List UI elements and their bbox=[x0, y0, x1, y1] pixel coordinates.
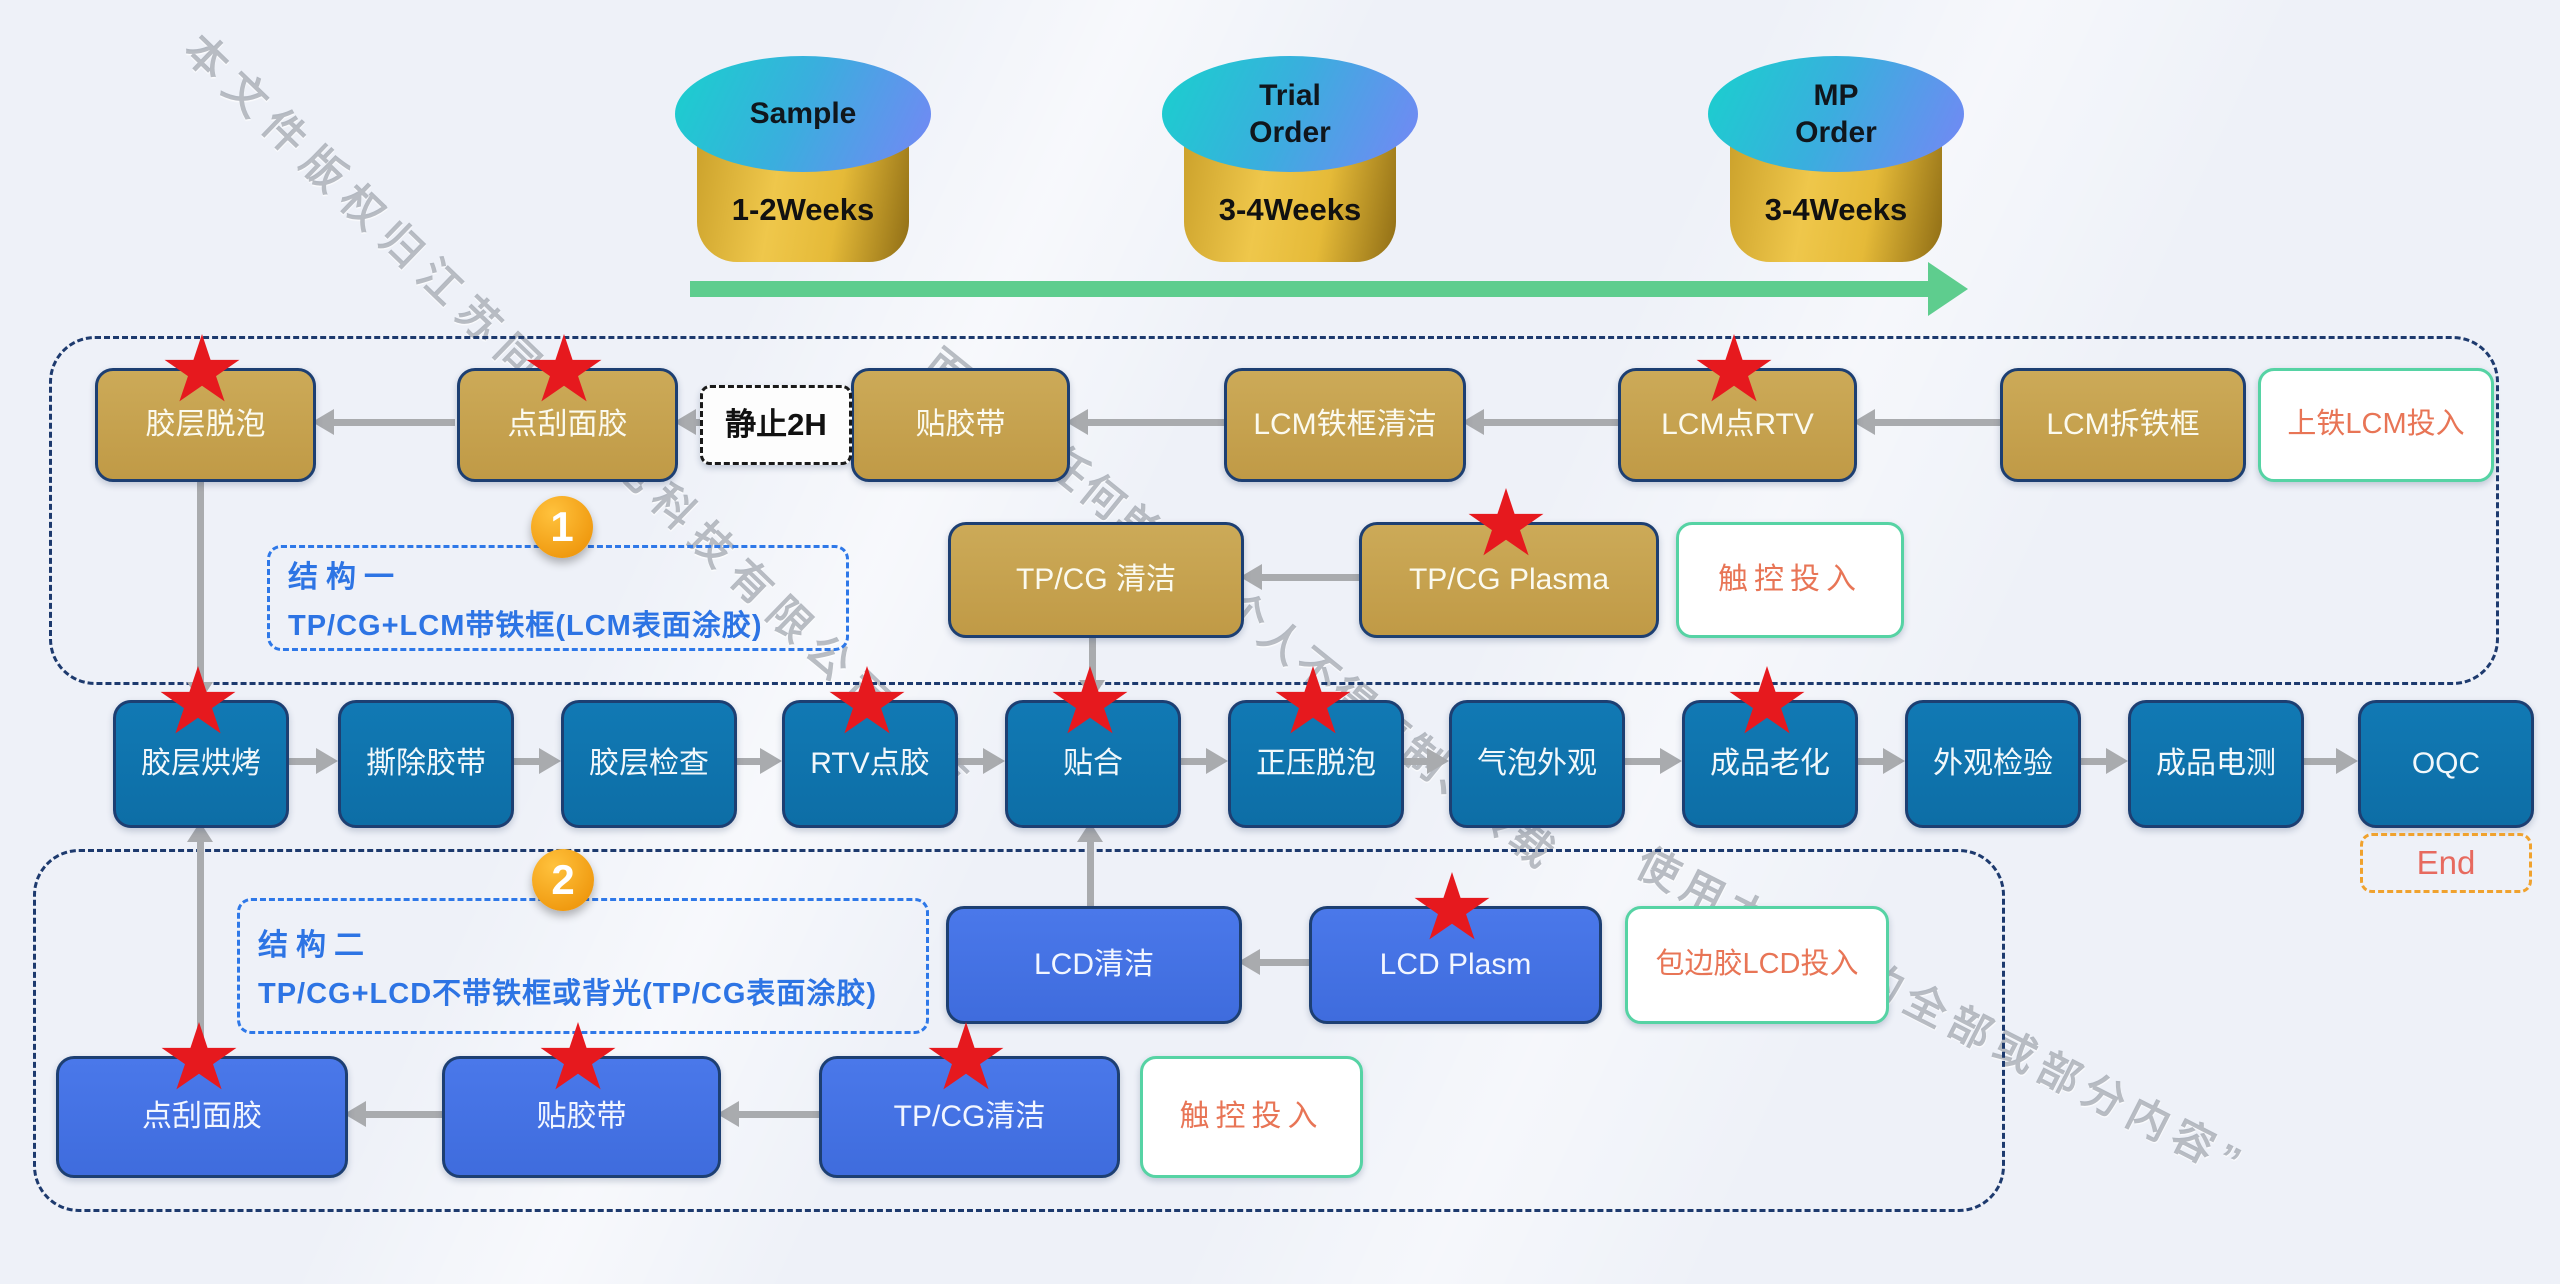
node-waiguan-jianyan: 外观检验 bbox=[1905, 700, 2081, 828]
arrow-tpcgqingjie-to-tiejiaodai-bottom bbox=[717, 1101, 819, 1127]
structure2-label: 结构二 TP/CG+LCD不带铁框或背光(TP/CG表面涂胶) bbox=[237, 898, 929, 1034]
node-tiejiaodai-top: 贴胶带 bbox=[851, 368, 1070, 482]
node-jiaoceng-hongkao: 胶层烘烤 bbox=[113, 700, 289, 828]
input-chukong-touru-bottom: 触控投入 bbox=[1140, 1056, 1363, 1178]
cylinder-sample: 1-2Weeks Sample bbox=[675, 56, 931, 268]
arrow-tiejiaodai-to-dianguamianjiao-bottom bbox=[344, 1101, 442, 1127]
structure2-subtitle: TP/CG+LCD不带铁框或背光(TP/CG表面涂胶) bbox=[258, 978, 878, 1010]
structure1-label: 结构一 TP/CG+LCM带铁框(LCM表面涂胶) bbox=[267, 545, 849, 651]
node-rtv-dianjiao: RTV点胶 bbox=[782, 700, 958, 828]
input-shangtie-lcm: 上铁LCM投入 bbox=[2258, 368, 2494, 482]
arrow-main-4 bbox=[952, 748, 1005, 774]
input-baobianjiao-lcd: 包边胶LCD投入 bbox=[1625, 906, 1889, 1024]
node-oqc: OQC bbox=[2358, 700, 2534, 828]
input-chukong-touru-top: 触控投入 bbox=[1676, 522, 1904, 638]
arrow-main-8 bbox=[1852, 748, 1905, 774]
end-marker: End bbox=[2360, 833, 2532, 893]
node-rest-2h-note: 静止2H bbox=[700, 385, 852, 465]
arrow-jiaocengtuopao-to-hongkao bbox=[187, 476, 213, 702]
structure2-badge: 2 bbox=[532, 849, 594, 911]
arrow-dianguamianjiao-to-hongkao bbox=[187, 822, 213, 1056]
node-lcm-chai-tiekuang: LCM拆铁框 bbox=[2000, 368, 2246, 482]
structure1-title: 结构一 bbox=[288, 561, 402, 594]
arrow-plasma-to-tpcgqingjie bbox=[1240, 564, 1359, 590]
node-tiehe: 贴合 bbox=[1005, 700, 1181, 828]
structure1-subtitle: TP/CG+LCM带铁框(LCM表面涂胶) bbox=[288, 610, 763, 642]
arrow-dianguamianjiao-to-jiaocengtuopao bbox=[312, 409, 455, 435]
cylinder-trial-label: Trial Order bbox=[1162, 56, 1418, 172]
arrow-main-3 bbox=[731, 748, 782, 774]
cylinder-mp-label: MP Order bbox=[1708, 56, 1964, 172]
node-chengpin-diance: 成品电测 bbox=[2128, 700, 2304, 828]
structure2-title: 结构二 bbox=[258, 929, 372, 962]
node-lcd-qingjie: LCD清洁 bbox=[946, 906, 1242, 1024]
arrow-main-7 bbox=[1619, 748, 1682, 774]
node-tpcg-qingjie-top: TP/CG 清洁 bbox=[948, 522, 1244, 638]
structure1-badge: 1 bbox=[531, 496, 593, 558]
arrow-lcmchaitiekuang-to-lcmdianrtv bbox=[1853, 409, 2000, 435]
timeline-arrow bbox=[690, 262, 1968, 316]
cylinder-sample-label: Sample bbox=[675, 56, 931, 172]
node-sichu-jiaodai: 撕除胶带 bbox=[338, 700, 514, 828]
node-zhengya-tuopao: 正压脱泡 bbox=[1228, 700, 1404, 828]
cylinder-trial-order: 3-4Weeks Trial Order bbox=[1162, 56, 1418, 268]
cylinder-mp-order: 3-4Weeks MP Order bbox=[1708, 56, 1964, 268]
node-diangua-mianjiao-bottom: 点刮面胶 bbox=[56, 1056, 348, 1178]
arrow-main-10 bbox=[2298, 748, 2358, 774]
arrow-main-9 bbox=[2075, 748, 2128, 774]
node-jiaoceng-jiancha: 胶层检查 bbox=[561, 700, 737, 828]
structure2-container bbox=[33, 849, 2005, 1212]
arrow-lcdplasm-to-lcdqingjie bbox=[1238, 949, 1309, 975]
arrow-lcmtiekuang-to-tiejiaodai bbox=[1066, 409, 1224, 435]
arrow-main-5 bbox=[1175, 748, 1228, 774]
arrow-main-2 bbox=[508, 748, 561, 774]
node-chengpin-laohua: 成品老化 bbox=[1682, 700, 1858, 828]
arrow-main-1 bbox=[283, 748, 338, 774]
node-qipao-waiguan: 气泡外观 bbox=[1449, 700, 1625, 828]
arrow-main-6 bbox=[1398, 748, 1449, 774]
structure1-container bbox=[49, 336, 2499, 685]
arrow-lcmdianrtv-to-lcmtiekuang bbox=[1462, 409, 1618, 435]
node-lcm-tiekuang-qingjie: LCM铁框清洁 bbox=[1224, 368, 1466, 482]
arrow-lcdqingjie-to-tiehe bbox=[1077, 822, 1103, 906]
